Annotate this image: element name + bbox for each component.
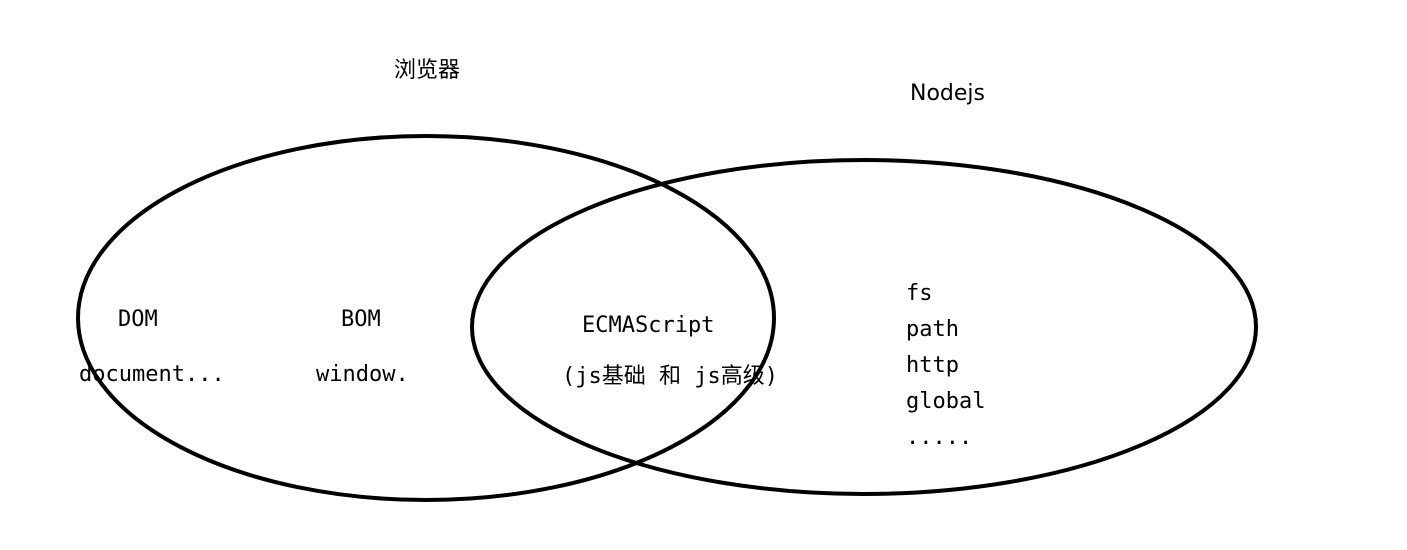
list-item: global (906, 389, 986, 414)
browser-title: 浏览器 (394, 58, 461, 83)
browser-ellipse (76, 134, 776, 502)
dom-label: DOM (118, 307, 158, 332)
list-item: ..... (906, 425, 973, 450)
nodejs-title: Nodejs (910, 81, 985, 106)
bom-example: window. (316, 362, 409, 387)
nodejs-module-list: fs path http global ..... (906, 276, 985, 456)
list-item: path (906, 317, 959, 342)
dom-example: document... (79, 362, 225, 387)
list-item: fs (906, 281, 933, 306)
ecmascript-note: (js基础 和 js高级) (562, 364, 778, 389)
bom-label: BOM (341, 307, 381, 332)
ecmascript-label: ECMAScript (582, 313, 715, 338)
list-item: http (906, 353, 959, 378)
nodejs-ellipse (470, 158, 1258, 496)
